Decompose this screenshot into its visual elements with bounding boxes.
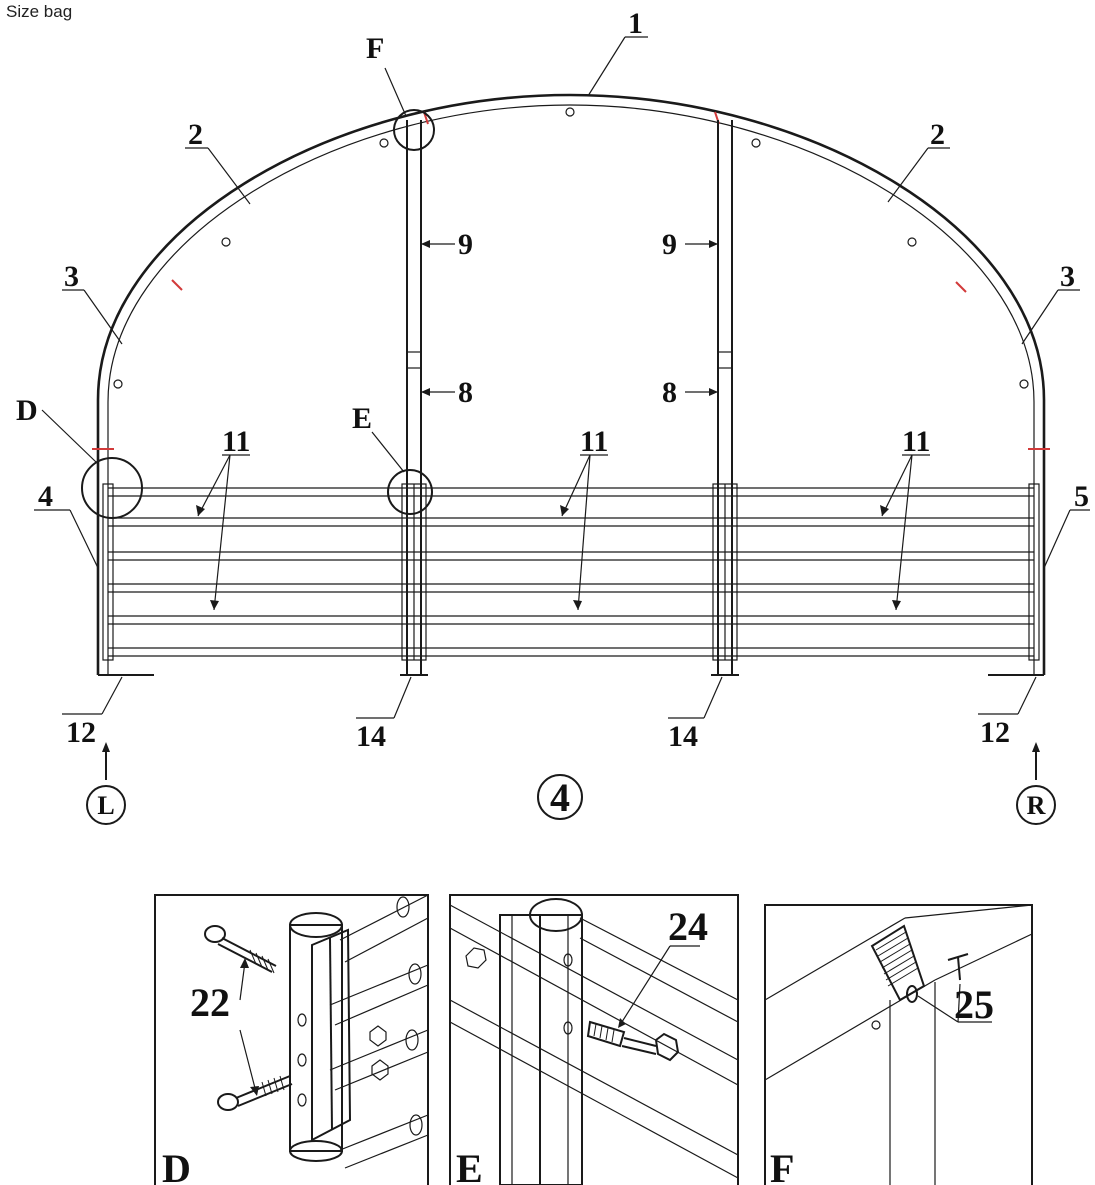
detail-d-part-label: 22 <box>190 980 230 1025</box>
label-post-right: 5 <box>1074 480 1089 513</box>
detail-e-part-label: 24 <box>668 904 708 949</box>
arch-joint-marks <box>92 111 1050 450</box>
arrowheads <box>102 240 1040 752</box>
interior-posts <box>406 120 733 675</box>
detail-panel-d: 22 D <box>154 894 429 1185</box>
label-rail-b: 11 <box>580 425 608 458</box>
label-bow-left: 2 <box>188 118 203 151</box>
rails <box>108 487 1034 657</box>
label-ridge: 1 <box>628 7 643 40</box>
detail-d-letter: D <box>162 1146 191 1185</box>
detail-circle-e <box>387 469 433 515</box>
part-labels: 1 2 2 3 3 F 9 9 8 8 D E 11 11 11 4 5 12 … <box>16 7 1089 753</box>
label-base-right: 14 <box>668 720 698 753</box>
arch-bolts <box>113 107 1029 389</box>
detail-f-part-label: 25 <box>954 982 994 1027</box>
detail-circle-f <box>393 109 435 151</box>
detail-f-letter: F <box>770 1146 794 1185</box>
label-base-left: 14 <box>356 720 386 753</box>
detail-panel-f: 25 F <box>764 904 1033 1185</box>
label-lower-left: 8 <box>458 376 473 409</box>
header-note: Size bag <box>6 2 73 21</box>
side-left-marker: L <box>97 791 114 820</box>
label-upper-right: 9 <box>662 228 677 261</box>
label-end-left: 3 <box>64 260 79 293</box>
arch-inner <box>107 104 1035 675</box>
label-post-left: 4 <box>38 480 53 513</box>
label-bow-right: 2 <box>930 118 945 151</box>
detail-e-letter: E <box>456 1146 483 1185</box>
label-foot-left: 12 <box>66 716 96 749</box>
side-arrows <box>105 750 1037 780</box>
side-right-marker: R <box>1027 791 1046 820</box>
label-detail-f-callout: F <box>366 32 384 65</box>
step-number: 4 <box>550 775 570 820</box>
label-end-right: 3 <box>1060 260 1075 293</box>
detail-circle-d <box>81 457 143 519</box>
label-rail-c: 11 <box>902 425 930 458</box>
detail-panel-e: 24 E <box>449 894 739 1185</box>
circled-markers: L 4 R <box>86 774 1056 825</box>
rail-clamps <box>102 483 1040 661</box>
leader-lines <box>34 36 1090 719</box>
label-foot-right: 12 <box>980 716 1010 749</box>
detail-circles <box>81 109 435 519</box>
post-connectors <box>406 351 733 369</box>
frame-view <box>81 93 1050 676</box>
label-lower-right: 8 <box>662 376 677 409</box>
arch-outer <box>96 93 1046 675</box>
label-detail-e-callout: E <box>352 402 372 435</box>
label-rail-a: 11 <box>222 425 250 458</box>
label-upper-left: 9 <box>458 228 473 261</box>
label-detail-d-callout: D <box>16 394 38 427</box>
